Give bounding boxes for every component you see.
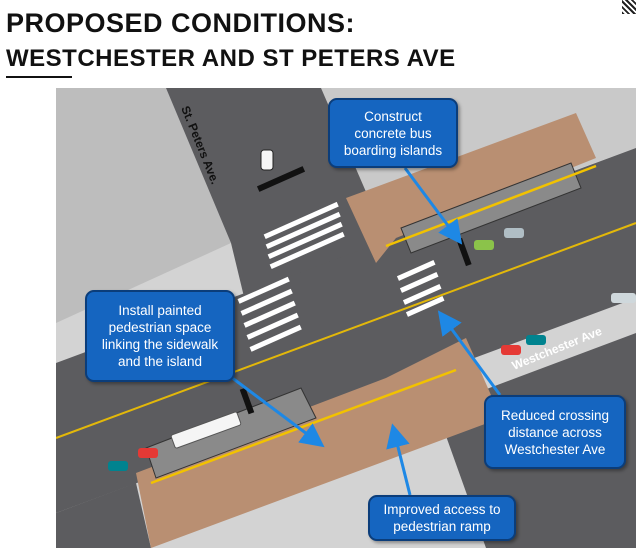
callout-painted-line1: Install painted xyxy=(118,303,202,318)
header: PROPOSED CONDITIONS: WESTCHESTER AND ST … xyxy=(0,0,636,86)
callout-bus-islands: Construct concrete bus boarding islands xyxy=(328,98,458,168)
callout-painted-line3: linking the sidewalk xyxy=(101,337,219,352)
corner-stripes xyxy=(622,0,636,14)
block-nw xyxy=(56,88,231,323)
callout-painted-line2: pedestrian space xyxy=(108,320,212,335)
callout-painted-space: Install painted pedestrian space linking… xyxy=(85,290,235,382)
crosswalk-east xyxy=(396,260,445,317)
callout-bus-islands-line2: concrete bus xyxy=(354,125,432,141)
car-edge xyxy=(611,293,636,303)
car-teal-west xyxy=(108,461,128,471)
callout-ramp-line2: pedestrian ramp xyxy=(393,519,491,534)
callout-ramp-line1: Improved access to xyxy=(383,502,501,517)
title-underline xyxy=(6,76,72,78)
car-teal-east xyxy=(526,335,546,345)
callout-crossing-line1: Reduced crossing xyxy=(500,407,610,423)
car-green xyxy=(474,240,494,250)
car-red-west xyxy=(138,448,158,458)
callout-painted-line4: and the island xyxy=(117,354,203,369)
car-gray xyxy=(504,228,524,238)
callout-bus-islands-line3: boarding islands xyxy=(343,142,443,158)
island-bar-north xyxy=(456,237,472,267)
car-white xyxy=(260,149,274,171)
crosswalk-north xyxy=(263,201,345,270)
center-line xyxy=(56,222,636,439)
page-title: PROPOSED CONDITIONS: xyxy=(6,8,356,38)
page-subtitle: WESTCHESTER AND ST PETERS AVE xyxy=(6,45,456,72)
stop-bar xyxy=(256,166,306,192)
callout-crossing: Reduced crossing distance across Westche… xyxy=(484,395,626,469)
road-sw xyxy=(56,483,151,548)
callout-bus-islands-line1: Construct xyxy=(364,108,422,124)
callout-crossing-line3: Westchester Ave xyxy=(504,441,606,457)
crosswalk-west xyxy=(237,276,302,352)
callout-crossing-line2: distance across xyxy=(508,424,602,440)
callout-ramp: Improved access to pedestrian ramp xyxy=(368,495,516,541)
car-red-east xyxy=(501,345,521,355)
